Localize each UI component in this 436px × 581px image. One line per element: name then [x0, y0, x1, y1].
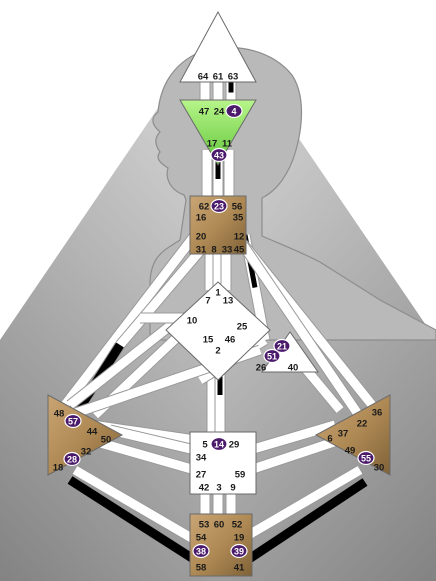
gate-number[interactable]: 3: [216, 482, 221, 493]
gate-number[interactable]: 13: [223, 295, 234, 306]
gate-number[interactable]: 10: [187, 315, 198, 326]
channel: [237, 478, 368, 569]
activated-gate-badge: [63, 451, 81, 467]
activated-gate-badge: [225, 103, 243, 119]
gate-number[interactable]: 38: [196, 546, 206, 556]
gate-number[interactable]: 26: [256, 362, 267, 373]
activated-gate-badge: [210, 198, 228, 214]
gate-number[interactable]: 7: [205, 295, 210, 306]
gate-number[interactable]: 64: [198, 71, 209, 82]
gate-number[interactable]: 12: [234, 231, 245, 242]
channel: [239, 242, 366, 423]
gate-number[interactable]: 22: [357, 418, 368, 429]
g-center[interactable]: [165, 281, 271, 381]
gate-number[interactable]: 11: [222, 138, 233, 149]
gate-number[interactable]: 62: [199, 201, 210, 212]
gate-number[interactable]: 34: [196, 452, 207, 463]
activated-gate-badge: [210, 436, 228, 452]
gate-number[interactable]: 2: [215, 345, 220, 356]
gate-number[interactable]: 25: [237, 321, 248, 332]
gate-number[interactable]: 63: [228, 71, 239, 82]
activated-gate-badge: [210, 147, 228, 163]
gate-number[interactable]: 30: [374, 462, 385, 473]
channel: [72, 466, 198, 544]
gate-number[interactable]: 27: [196, 469, 207, 480]
gate-number[interactable]: 39: [234, 546, 244, 556]
gate-number[interactable]: 1: [215, 287, 221, 298]
gate-number[interactable]: 31: [196, 244, 207, 255]
gate-number[interactable]: 42: [199, 482, 210, 493]
channel: [248, 420, 337, 455]
gate-number[interactable]: 29: [229, 439, 240, 450]
gate-number[interactable]: 47: [199, 106, 210, 117]
channel: [116, 242, 209, 348]
gate-number[interactable]: 33: [222, 244, 233, 255]
gate-number[interactable]: 57: [68, 416, 78, 426]
gate-number[interactable]: 5: [202, 439, 208, 450]
gate-number[interactable]: 23: [214, 201, 224, 211]
head-center[interactable]: [179, 10, 257, 83]
gate-number[interactable]: 61: [213, 71, 224, 82]
gate-number[interactable]: 50: [101, 434, 112, 445]
activated-gate-badge: [64, 413, 82, 429]
activated-gate-badge: [263, 348, 281, 364]
gate-number[interactable]: 8: [211, 244, 216, 255]
gate-number[interactable]: 24: [214, 106, 225, 117]
gate-number[interactable]: 16: [196, 212, 207, 223]
gate-number[interactable]: 21: [277, 341, 287, 351]
gate-number[interactable]: 19: [234, 532, 245, 543]
gate-number[interactable]: 9: [230, 482, 235, 493]
channel: [61, 232, 199, 408]
gate-number[interactable]: 15: [203, 334, 214, 345]
channel: [248, 435, 342, 475]
gate-number[interactable]: 41: [234, 562, 245, 573]
gate-number[interactable]: 6: [327, 433, 332, 444]
channel: [67, 476, 198, 564]
gate-number[interactable]: 60: [214, 519, 225, 530]
channel: [108, 425, 197, 455]
gate-number[interactable]: 43: [214, 150, 224, 160]
gate-number[interactable]: 36: [372, 407, 383, 418]
gate-number[interactable]: 4: [231, 106, 236, 116]
gate-number[interactable]: 55: [361, 453, 371, 463]
gate-number[interactable]: 18: [53, 462, 64, 473]
gate-number[interactable]: 17: [207, 138, 218, 149]
channel: [88, 435, 197, 475]
gate-number[interactable]: 14: [214, 439, 224, 449]
gate-number[interactable]: 37: [338, 428, 349, 439]
channel: [67, 314, 183, 409]
gate-number[interactable]: 40: [288, 362, 299, 373]
gate-number[interactable]: 20: [196, 231, 207, 242]
gate-number[interactable]: 56: [232, 201, 243, 212]
gate-number[interactable]: 32: [81, 446, 92, 457]
gate-number[interactable]: 58: [196, 562, 207, 573]
gate-number[interactable]: 53: [199, 519, 210, 530]
gate-number[interactable]: 45: [234, 244, 245, 255]
gate-number[interactable]: 49: [345, 445, 356, 456]
gate-number[interactable]: 48: [54, 408, 65, 419]
gate-number[interactable]: 52: [232, 519, 243, 530]
activated-gate-badge: [357, 450, 375, 466]
gate-number[interactable]: 51: [267, 351, 277, 361]
channel: [237, 466, 363, 544]
activated-gate-badge: [230, 543, 248, 559]
activated-gate-badge: [273, 338, 291, 354]
gate-number[interactable]: 54: [196, 532, 207, 543]
gate-number[interactable]: 35: [233, 212, 244, 223]
gate-number[interactable]: 44: [87, 426, 98, 437]
activated-gate-badge: [192, 543, 210, 559]
gate-number[interactable]: 46: [225, 334, 236, 345]
gate-number[interactable]: 59: [235, 469, 246, 480]
gate-number[interactable]: 28: [67, 454, 77, 464]
